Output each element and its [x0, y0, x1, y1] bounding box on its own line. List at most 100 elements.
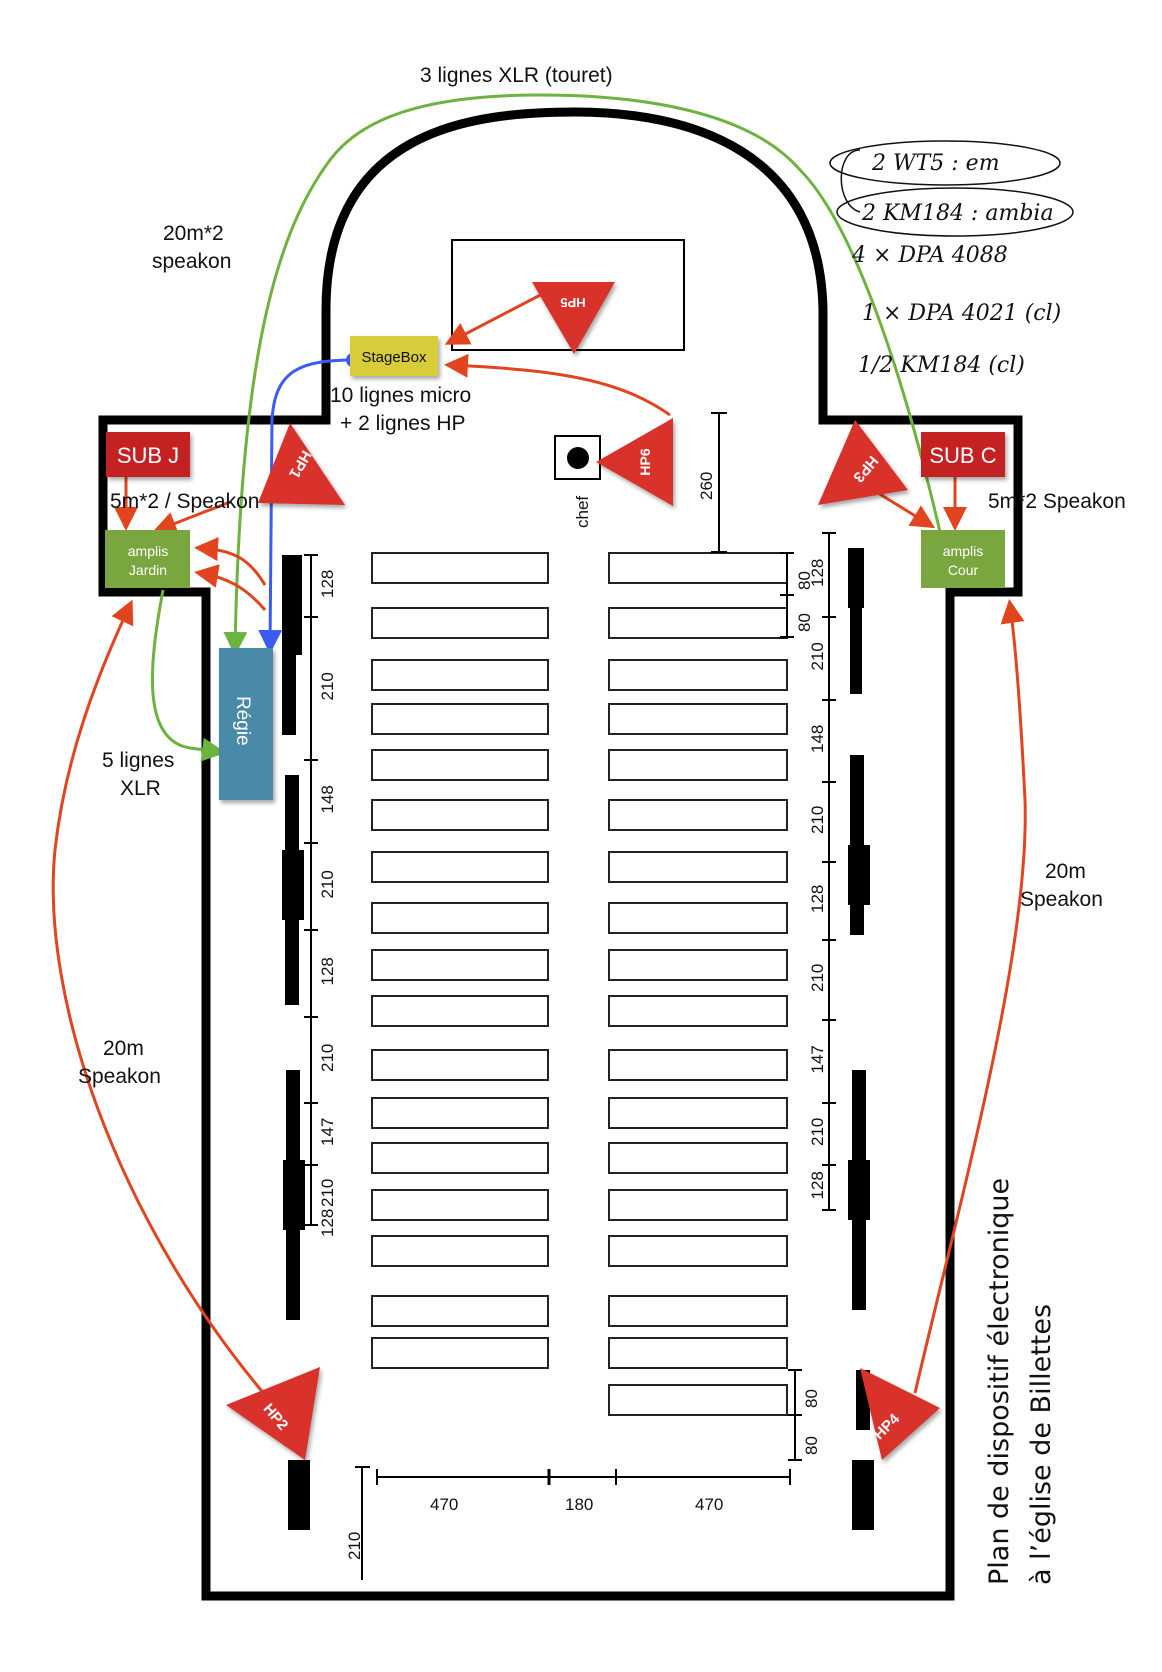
label-speakon-20-right-2: Speakon	[1020, 888, 1103, 911]
amp-label: amplis	[128, 543, 168, 559]
bench	[371, 1142, 549, 1174]
bench	[371, 1235, 549, 1267]
bench	[371, 659, 549, 691]
dim-label: 210	[808, 806, 827, 834]
bench	[608, 749, 788, 781]
dimension-bench-bottom: 80 80	[788, 1369, 821, 1461]
sub-j: SUB J	[106, 432, 190, 477]
dim-label: 128	[318, 957, 337, 985]
pillars-left	[282, 555, 310, 1530]
label-speakon-20-left-1: 20m	[103, 1037, 144, 1060]
label-micro-lines-1: 10 lignes micro	[330, 384, 471, 407]
dim-label: 128	[808, 885, 827, 913]
bench	[608, 949, 788, 981]
conductor-dot	[567, 447, 589, 469]
bench	[371, 552, 549, 584]
bench	[371, 995, 549, 1027]
dim-label: 210	[345, 1532, 364, 1560]
arrow-hp5-stagebox	[444, 288, 551, 345]
stagebox-label: StageBox	[361, 349, 427, 366]
bench	[608, 1049, 788, 1081]
dim-label: 80	[795, 613, 814, 632]
arrow-hp2-amp	[51, 599, 280, 1411]
bench	[608, 1189, 788, 1221]
amplis-cour: amplis Cour	[921, 530, 1005, 588]
dimension-bottom: 470 180 470 210	[345, 1466, 791, 1580]
bench	[608, 1142, 788, 1174]
dim-label: 128	[808, 559, 827, 587]
note-line: 2 KM184 : ambia	[861, 201, 1054, 226]
arrow-hp1-amp	[152, 500, 231, 535]
handwritten-notes: 2 WT5 : em 2 KM184 : ambia 4 × DPA 4088 …	[829, 140, 1074, 378]
chef-label: chef	[573, 496, 592, 528]
speaker-hp2: HP2	[226, 1367, 320, 1460]
bench	[608, 1235, 788, 1267]
bench	[371, 703, 549, 735]
benches	[371, 552, 788, 1416]
title-line-1: Plan de dispositif électronique	[984, 1178, 1015, 1585]
conductor-podium	[554, 435, 601, 480]
arrow-hp4-amp	[913, 599, 1027, 1394]
bench	[608, 703, 788, 735]
dim-label: 80	[802, 1389, 821, 1408]
dim-label: 470	[695, 1495, 723, 1514]
label-speakon-5-cour: 5m*2 Speakon	[988, 490, 1126, 513]
speaker-label: HP6	[637, 448, 653, 475]
stagebox: StageBox	[350, 336, 438, 376]
bench	[371, 1295, 549, 1327]
arrow-regie-amp-1	[194, 537, 267, 586]
bench	[371, 949, 549, 981]
dim-label: 210	[318, 1179, 337, 1207]
dim-label: 210	[318, 870, 337, 898]
dim-label: 260	[697, 472, 716, 500]
amp-label: amplis	[943, 543, 983, 559]
label-speakon-5-jardin: 5m*2 / Speakon	[110, 490, 259, 513]
dim-label: 147	[808, 1045, 827, 1073]
regie: Régie	[219, 648, 273, 800]
dim-label: 128	[318, 570, 337, 598]
bench	[371, 902, 549, 934]
dim-label: 210	[808, 1118, 827, 1146]
bench	[608, 1384, 788, 1416]
speaker-hp3: HP3	[818, 420, 908, 505]
bench	[608, 1097, 788, 1129]
dim-label: 210	[808, 642, 827, 670]
bench	[608, 902, 788, 934]
pillars-right	[848, 548, 874, 1530]
altar	[451, 239, 685, 351]
dim-label: 128	[808, 1171, 827, 1199]
label-xlr-5-1: 5 lignes	[102, 749, 174, 772]
note-line: 1 × DPA 4021 (cl)	[862, 301, 1061, 326]
title-line-2: à l’église de Billettes	[1026, 1304, 1057, 1585]
dimension-chancel: 260	[697, 412, 727, 553]
speaker-hp1: HP1	[258, 423, 345, 505]
bench	[608, 552, 788, 584]
bench	[371, 1097, 549, 1129]
dim-label: 80	[795, 571, 814, 590]
arrow-hp6-stagebox	[444, 353, 671, 417]
bench	[608, 851, 788, 883]
dim-label: 180	[565, 1495, 593, 1514]
bench	[608, 607, 788, 639]
label-micro-lines-2: + 2 lignes HP	[340, 412, 466, 435]
dim-label: 128	[318, 1209, 337, 1237]
sub-c-label: SUB C	[929, 443, 996, 468]
dim-label: 148	[808, 725, 827, 753]
label-speakon-20-right-1: 20m	[1045, 860, 1086, 883]
cable-stagebox-regie	[258, 358, 356, 654]
arrow-regie-amp-2	[194, 564, 267, 611]
bench	[371, 1189, 549, 1221]
dim-label: 210	[318, 1044, 337, 1072]
dim-label: 80	[802, 1436, 821, 1455]
bench	[371, 851, 549, 883]
amp-label: Cour	[948, 562, 979, 578]
amplis-jardin: amplis Jardin	[105, 530, 190, 588]
speaker-hp5: HP5	[532, 282, 615, 354]
speaker-hp6: HP6	[596, 418, 673, 506]
bench	[608, 659, 788, 691]
sub-c: SUB C	[921, 432, 1005, 477]
note-line: 4 × DPA 4088	[851, 243, 1008, 268]
